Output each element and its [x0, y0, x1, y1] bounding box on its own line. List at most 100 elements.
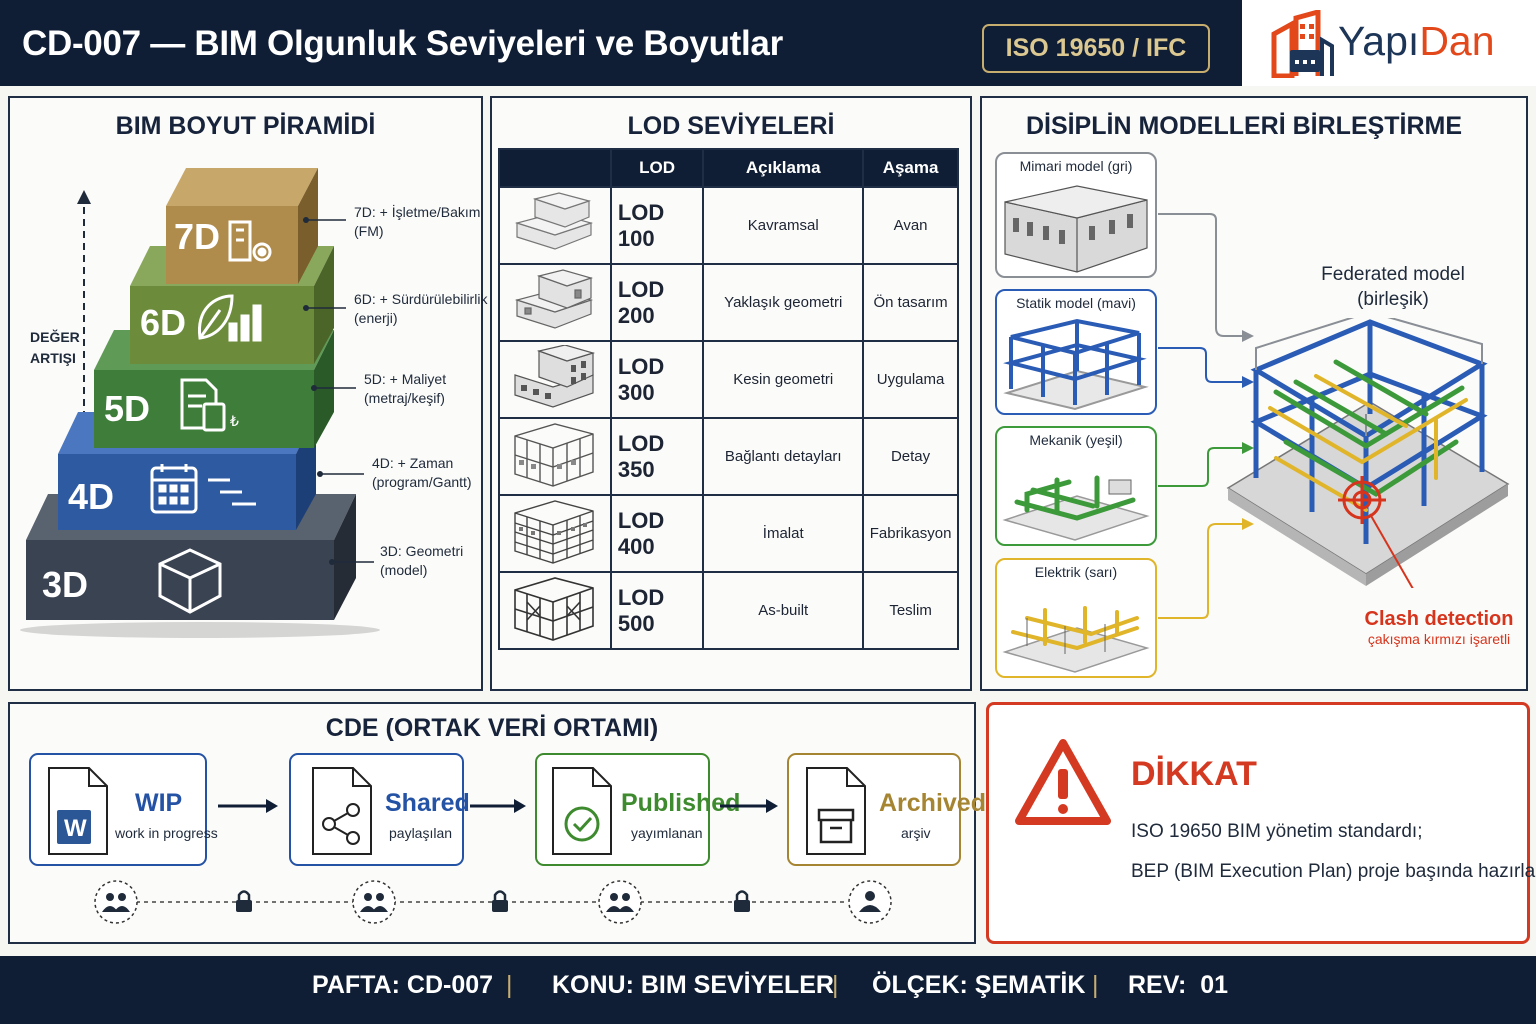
footer-separator: |	[832, 971, 839, 999]
page-title: CD-007 — BIM Olgunluk Seviyeleri ve Boyu…	[22, 24, 783, 63]
architectural-model-box: Mimari model (gri)	[995, 152, 1157, 278]
doc-letter: W	[64, 815, 87, 842]
check-document-icon	[552, 767, 612, 855]
federated-model-icon	[1226, 318, 1510, 588]
header-bar: CD-007 — BIM Olgunluk Seviyeleri ve Boyu…	[0, 0, 1536, 86]
mechanical-model-box: Mekanik (yeşil)	[995, 426, 1157, 546]
electrical-model-icon	[1002, 606, 1150, 673]
federation-title: DİSİPLİN MODELLERİ BİRLEŞTİRME	[1025, 112, 1463, 140]
cube-icon	[158, 548, 222, 614]
lod-300-image	[498, 340, 612, 419]
mechanical-model-label: Mekanik (yeşil)	[1029, 432, 1123, 448]
word-document-icon	[48, 767, 108, 855]
lod-phase: Detay	[862, 417, 959, 496]
footer-separator: |	[506, 971, 513, 999]
structural-model-box: Statik model (mavi)	[995, 289, 1157, 415]
step-label-7d: 7D	[174, 216, 221, 257]
cde-stage-name: Archived	[879, 789, 986, 817]
lod-image-header	[498, 148, 612, 188]
table-row: LOD 400 İmalat Fabrikasyon	[498, 494, 959, 573]
lod-500-image	[498, 571, 612, 650]
footer-subject: KONU: BIM SEVİYELER	[552, 971, 834, 999]
lod-value: LOD 200	[609, 263, 705, 342]
lod-phase: Uygulama	[862, 340, 959, 419]
step-desc-4d: 4D: + Zaman(program/Gantt)	[372, 455, 472, 490]
lod-desc: Yaklaşık geometri	[702, 263, 865, 342]
svg-text:₺: ₺	[230, 414, 239, 430]
lod-phase: Teslim	[862, 571, 959, 650]
calendar-gantt-icon	[150, 464, 256, 514]
cde-stage-name: Published	[621, 789, 741, 817]
pyramid-title: BIM BOYUT PİRAMİDİ	[115, 112, 376, 140]
structural-model-label: Statik model (mavi)	[1016, 295, 1136, 311]
model-connectors	[1158, 213, 1254, 619]
electrical-model-label: Elektrik (sarı)	[1034, 564, 1118, 580]
warning-line-1: ISO 19650 BIM yönetim standardı;	[1131, 821, 1423, 842]
lod-table-header: LOD Açıklama Aşama	[498, 148, 959, 188]
cde-title: CDE (ORTAK VERİ ORTAMI)	[325, 714, 659, 742]
warning-panel: DİKKAT ISO 19650 BIM yönetim standardı; …	[986, 702, 1536, 944]
step-7d	[166, 168, 318, 284]
share-document-icon	[312, 767, 372, 855]
warning-title: DİKKAT	[1131, 755, 1257, 793]
step-label-3d: 3D	[42, 564, 89, 605]
cost-document-icon: ₺	[180, 378, 239, 432]
lod-value: LOD 100	[609, 186, 705, 265]
lod-value: LOD 300	[609, 340, 705, 419]
footer-bar: PAFTA: CD-007 | KONU: BIM SEVİYELER | ÖL…	[0, 956, 1536, 1024]
architectural-model-label: Mimari model (gri)	[1019, 158, 1133, 174]
footer-sheet: PAFTA: CD-007	[312, 971, 494, 999]
step-label-6d: 6D	[140, 302, 187, 343]
phase-col-header: Aşama	[862, 148, 959, 188]
table-row: LOD 500 As-built Teslim	[498, 571, 959, 650]
lock-icons	[236, 890, 750, 912]
warning-line-2: BEP (BIM Execution Plan) proje başında h…	[1131, 861, 1536, 882]
lod-100-image	[498, 186, 612, 265]
lod-value: LOD 400	[609, 494, 705, 573]
electrical-model-box: Elektrik (sarı)	[995, 558, 1157, 678]
cde-stage-sub: paylaşılan	[389, 825, 453, 841]
lod-value: LOD 350	[609, 417, 705, 496]
footer-separator: |	[1092, 971, 1099, 999]
table-row: LOD 200 Yaklaşık geometri Ön tasarım	[498, 263, 959, 342]
cde-wip-card: W WIP work in progress	[29, 753, 218, 866]
step-desc-5d: 5D: + Maliyet(metraj/keşif)	[364, 371, 447, 406]
lod-350-image	[498, 417, 612, 496]
lod-phase: Ön tasarım	[862, 263, 959, 342]
cde-stage-name: Shared	[385, 789, 470, 817]
footer-scale: ÖLÇEK: ŞEMATİK	[872, 971, 1086, 999]
lod-phase: Avan	[862, 186, 959, 265]
cde-stage-name: WIP	[135, 789, 183, 817]
table-row: LOD 100 Kavramsal Avan	[498, 186, 959, 265]
logo-text: YapıDan	[1338, 18, 1495, 64]
structural-model-icon	[1003, 318, 1149, 411]
pyramid-leaders	[303, 217, 374, 565]
building-logo-icon	[1271, 10, 1334, 78]
logo: YapıDan	[1242, 0, 1536, 86]
cde-published-card: Published yayımlanan	[535, 753, 740, 866]
desc-col-header: Açıklama	[702, 148, 865, 188]
mechanical-model-icon	[1002, 475, 1150, 541]
footer-rev: REV: 01	[1128, 971, 1229, 999]
step-desc-6d: 6D: + Sürdürülebilirlik(enerji)	[354, 291, 488, 326]
step-label-4d: 4D	[68, 476, 115, 517]
cde-archived-card: Archived arşiv	[787, 753, 986, 866]
archive-box-icon	[806, 767, 866, 855]
cde-shared-card: Shared paylaşılan	[289, 753, 470, 866]
federated-model-label: Federated model(birleşik)	[1321, 264, 1465, 310]
cde-stage-sub: work in progress	[115, 825, 218, 841]
lod-table: LOD Açıklama Aşama LOD 100 Kavramsal Ava…	[498, 148, 959, 650]
table-row: LOD 300 Kesin geometri Uygulama	[498, 340, 959, 419]
warning-triangle-icon	[1015, 739, 1111, 825]
building-gear-icon	[228, 220, 272, 262]
standard-badge: ISO 19650 / IFC	[982, 24, 1210, 73]
role-icons	[94, 880, 892, 924]
cde-flow-arrows	[94, 799, 892, 924]
lod-400-image	[498, 494, 612, 573]
lod-desc: Kavramsal	[702, 186, 865, 265]
clash-target-icon	[1338, 476, 1386, 524]
lod-desc: Bağlantı detayları	[702, 417, 865, 496]
